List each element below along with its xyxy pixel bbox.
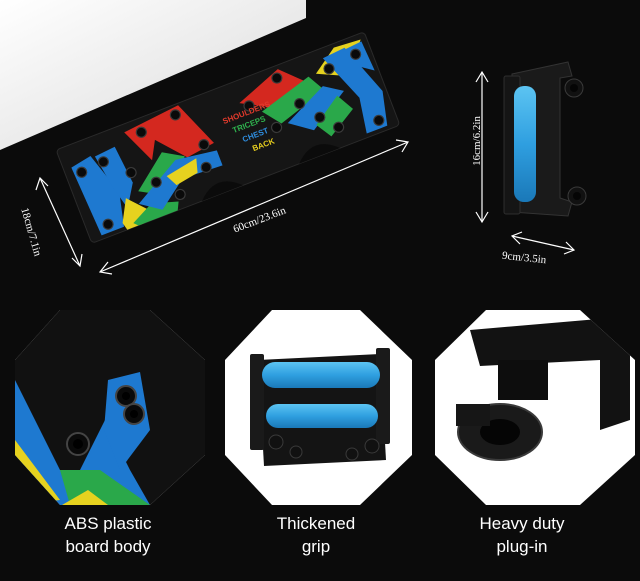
green-segment [316,95,353,137]
pushup-board: SHOULDERS TRICEPS CHEST BACK [56,32,400,243]
feature-caption-board: ABS plastic board body [18,512,198,558]
yellow-segment [166,158,198,186]
red-segment [239,69,304,107]
white-corner-wedge [0,0,306,150]
feature-caption-plug: Heavy duty plug-in [432,512,612,558]
caption-line: Heavy duty [479,514,565,533]
plug-in-icon [435,310,635,505]
green-segment [133,201,179,226]
length-arrow [98,139,409,275]
caption-line: board body [65,537,151,556]
depth-arrow [35,176,83,268]
handle-side-view [503,61,587,217]
feature-caption-grip: Thickened grip [226,512,406,558]
board-notch [201,181,244,202]
board-notch [299,144,341,164]
blue-segment [287,86,344,131]
width-arrow [510,231,576,255]
grip-handles-icon [225,310,412,505]
board-holes [76,48,385,230]
caption-line: Thickened [276,514,356,533]
red-segment [124,105,214,161]
height-dimension: 16cm/6.2in [470,116,483,166]
height-arrow [475,70,489,224]
grip-foam [514,86,536,202]
caption-line: plug-in [496,537,548,556]
blue-segment [322,47,388,134]
board-closeup-icon [15,310,205,505]
green-segment [261,76,325,124]
caption-line: grip [301,537,331,556]
caption-line: ABS plastic [64,514,152,533]
